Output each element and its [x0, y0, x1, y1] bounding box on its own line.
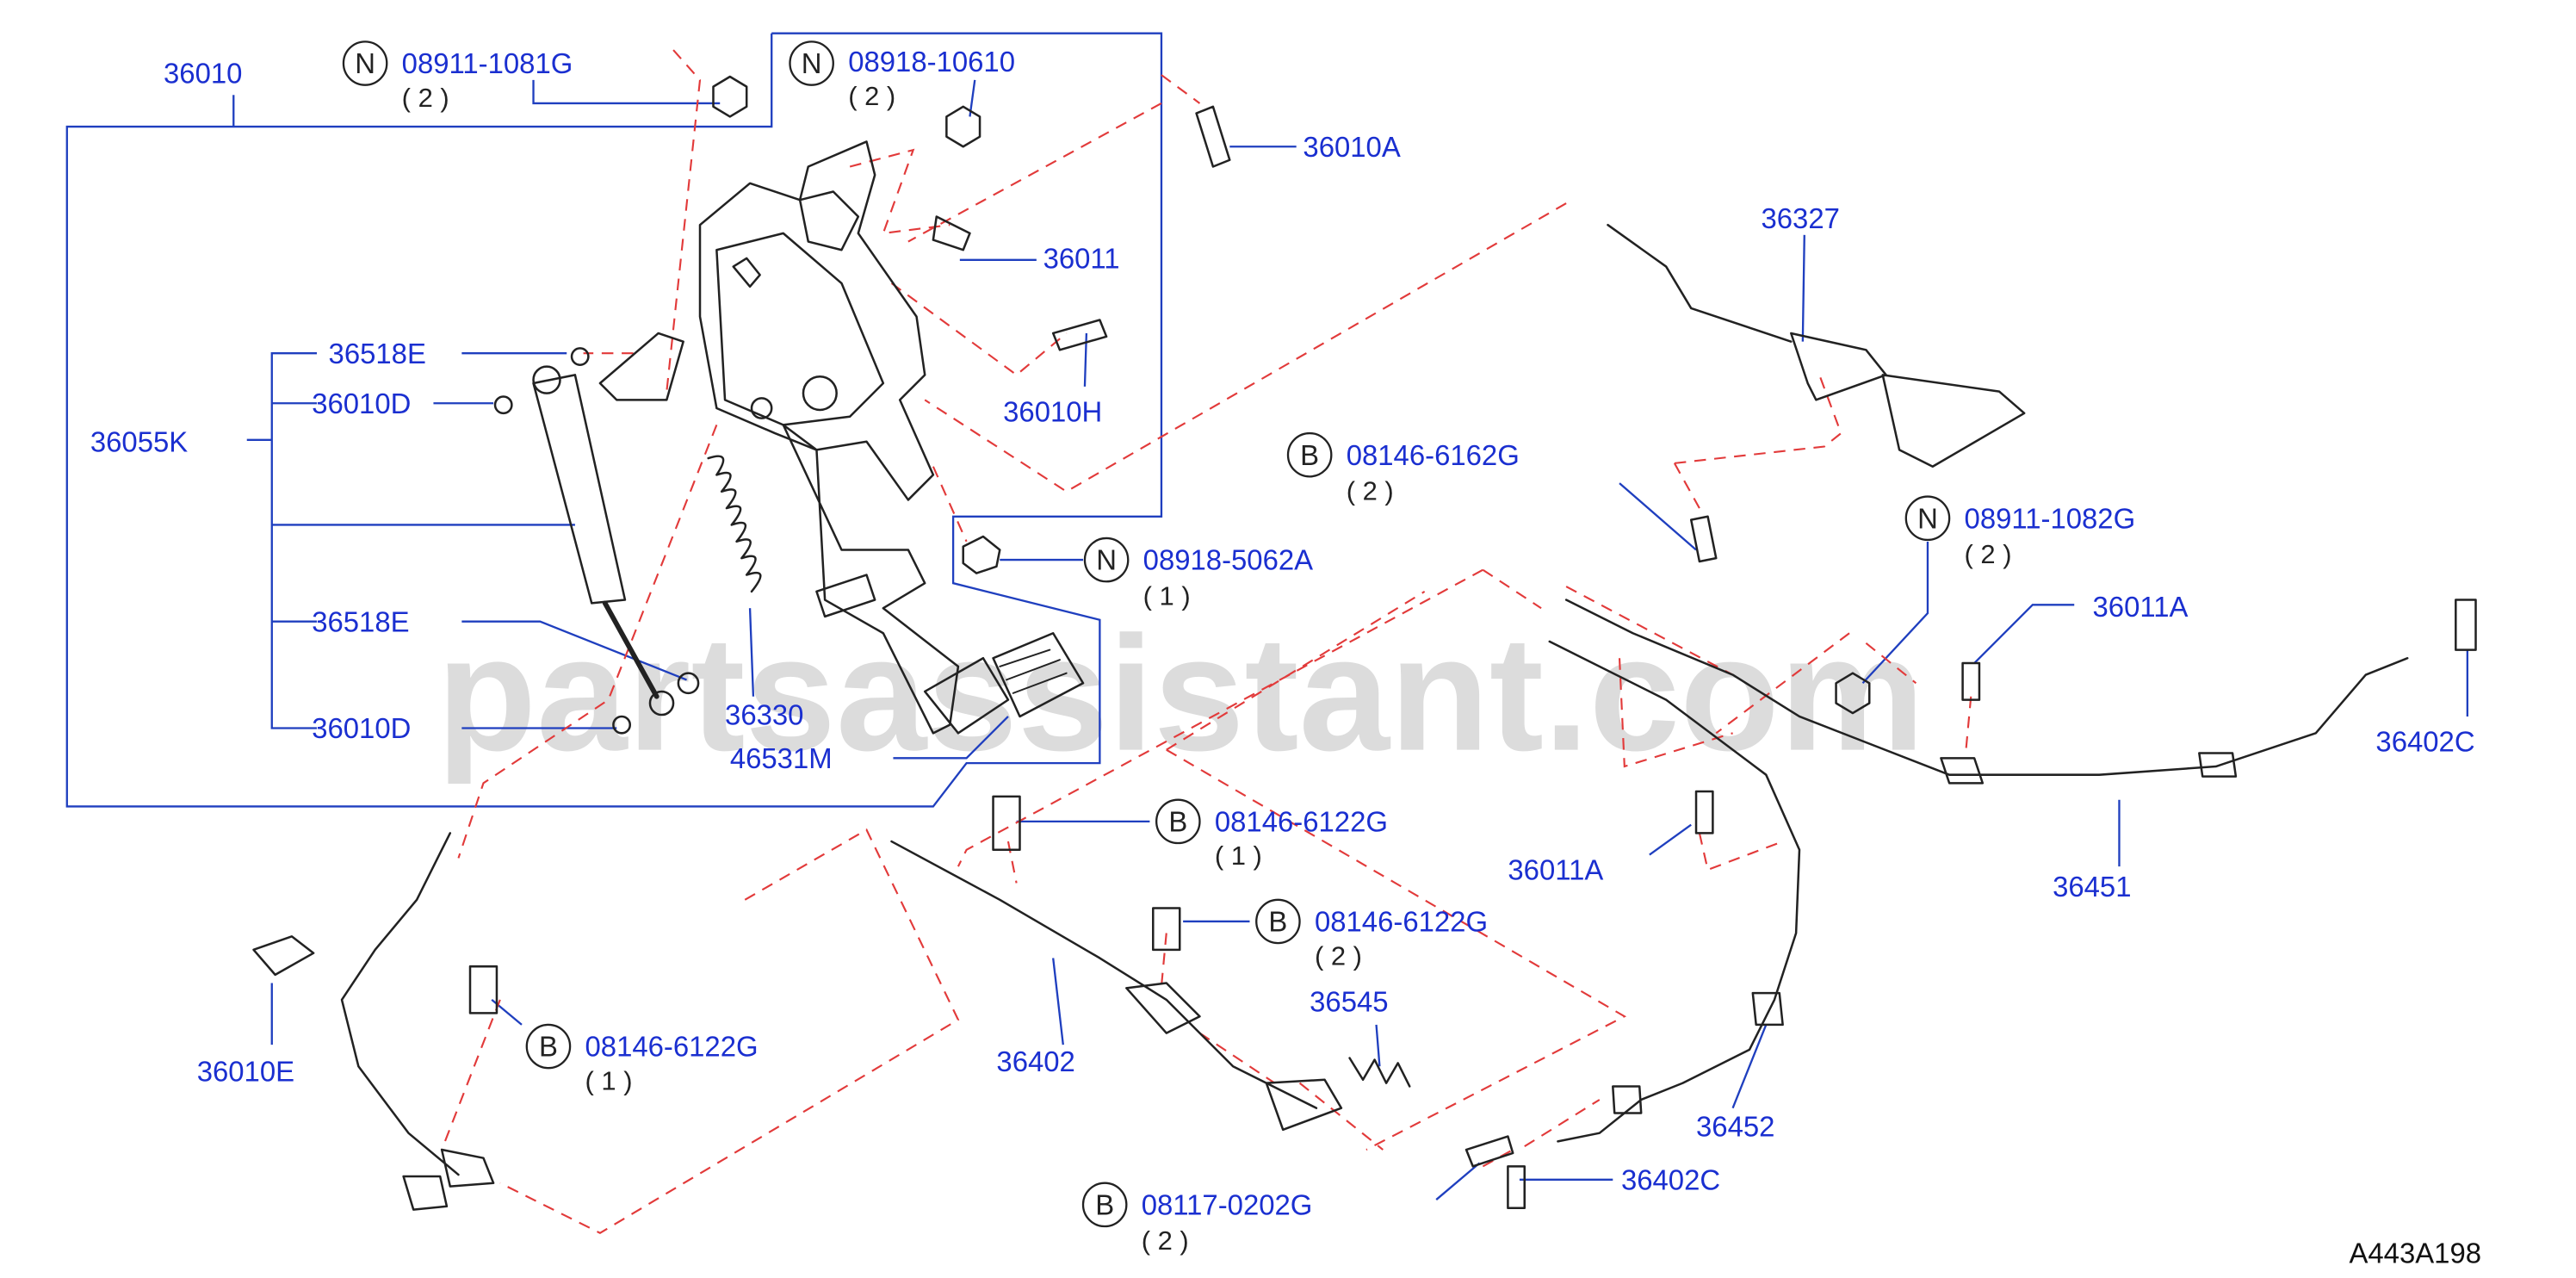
part-labels: 36010 36010A 36011 36010H 36518E 36010D … [90, 58, 2475, 1196]
label-36518e-top: 36518E [329, 338, 426, 369]
callout-part-08146-6162g: 08146-6162G [1347, 439, 1520, 471]
label-36451: 36451 [2053, 871, 2131, 903]
label-36010d-top: 36010D [312, 388, 411, 419]
callout-part-08146-6122g-b: 08146-6122G [1315, 906, 1488, 938]
badge-b-08146-6122g-a: B [1168, 805, 1187, 837]
label-36518e-bot: 36518E [312, 605, 409, 637]
callout-qty-08911-1082g: ( 2 ) [1965, 539, 2012, 569]
label-36010e: 36010E [197, 1056, 294, 1088]
badge-b-08146-6162g: B [1300, 439, 1319, 471]
callout-part-08146-6122g-a: 08146-6122G [1215, 805, 1388, 837]
callout-qty-08918-10610: ( 2 ) [848, 81, 895, 111]
label-36010h: 36010H [1003, 396, 1102, 428]
callout-part-08146-6122g-c: 08146-6122G [585, 1031, 759, 1063]
badge-b-08117-0202g: B [1095, 1188, 1114, 1220]
badge-n-08911-1081g: N [355, 47, 375, 79]
label-36402c-right: 36402C [2375, 726, 2474, 758]
figure-code: A443A198 [2349, 1238, 2481, 1269]
badge-n-08911-1082g: N [1917, 502, 1938, 534]
callout-badge-letters: N N N N B B B B B [355, 47, 1938, 1220]
label-36010a: 36010A [1303, 131, 1400, 163]
callout-qty-08918-5062a: ( 1 ) [1143, 580, 1191, 611]
label-36330: 36330 [725, 699, 803, 731]
label-36011a-right: 36011A [2093, 591, 2189, 623]
label-36011: 36011 [1043, 243, 1120, 275]
label-36010d-bot: 36010D [312, 712, 411, 744]
badge-b-08146-6122g-c: B [539, 1031, 558, 1063]
callout-texts: 08911-1081G ( 2 ) 08918-10610 ( 2 ) 0891… [402, 46, 2135, 1256]
callout-part-08117-0202g: 08117-0202G [1142, 1188, 1313, 1220]
label-36452: 36452 [1696, 1111, 1774, 1143]
callout-qty-08146-6122g-c: ( 1 ) [585, 1065, 633, 1095]
label-36011a-middle: 36011A [1508, 854, 1603, 886]
callout-part-08911-1082g: 08911-1082G [1965, 502, 2136, 534]
callout-qty-08117-0202g: ( 2 ) [1142, 1225, 1189, 1256]
label-36327: 36327 [1761, 202, 1839, 234]
label-36402c-bottom: 36402C [1621, 1163, 1720, 1195]
callout-qty-08911-1081g: ( 2 ) [402, 83, 449, 113]
label-46531m: 46531M [730, 742, 833, 774]
callout-part-08918-5062a: 08918-5062A [1143, 544, 1313, 576]
callout-qty-08146-6162g: ( 2 ) [1347, 475, 1394, 506]
watermark: partsassistant.com [437, 603, 1924, 785]
part-illustrations [252, 75, 2477, 1211]
label-36545: 36545 [1310, 985, 1388, 1017]
badge-n-08918-5062a: N [1096, 544, 1117, 576]
badge-b-08146-6122g-b: B [1268, 906, 1287, 938]
callout-part-08918-10610: 08918-10610 [848, 46, 1015, 78]
badge-n-08918-10610: N [802, 47, 822, 79]
label-36055k: 36055K [90, 425, 188, 457]
label-36010: 36010 [164, 58, 242, 90]
phantom-lines [441, 49, 1972, 1234]
label-36402: 36402 [996, 1045, 1074, 1077]
callout-qty-08146-6122g-b: ( 2 ) [1315, 940, 1362, 971]
callout-qty-08146-6122g-a: ( 1 ) [1215, 841, 1262, 871]
callout-part-08911-1081g: 08911-1081G [402, 47, 573, 79]
callout-badges [342, 40, 1951, 1228]
leader-lines [65, 32, 2469, 1200]
